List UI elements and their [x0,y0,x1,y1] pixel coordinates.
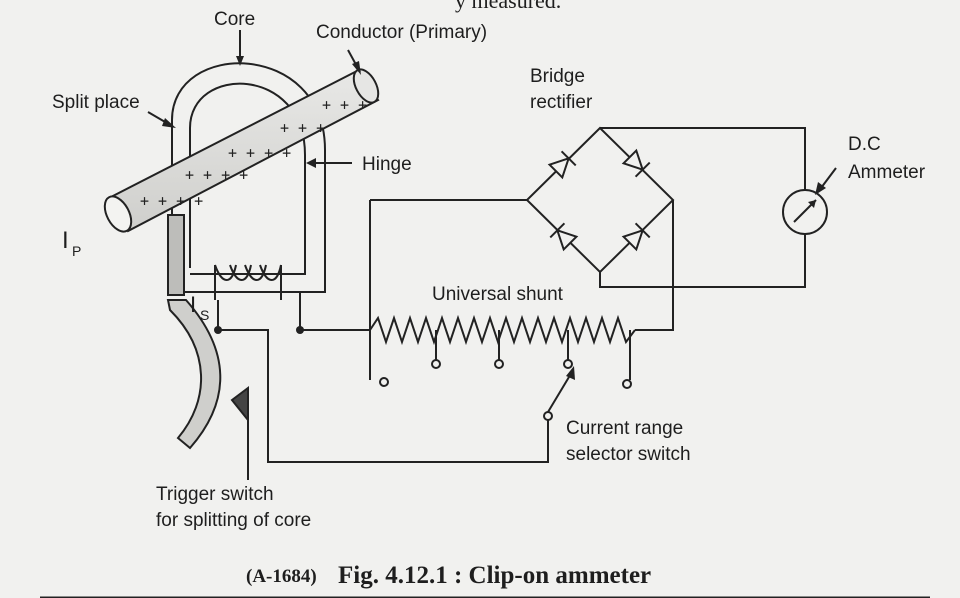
dc-label-line1: D.C [848,134,881,155]
bridge-rectifier-diodes [547,148,651,252]
core [171,62,326,293]
figure-code: (A-1684) [246,566,317,587]
hinge-label: Hinge [362,154,412,175]
is-subscript: S [200,307,209,323]
trigger-label-line1: Trigger switch [156,484,274,505]
split-place-label: Split place [52,92,140,113]
trigger-lever [166,214,249,450]
circuit-wiring [217,126,806,463]
charge-mark: + + + + [140,192,203,210]
current-range-label-line2: selector switch [566,444,691,465]
junction-dot [214,326,222,334]
figure-caption: Fig. 4.12.1 : Clip-on ammeter [338,562,651,589]
junction-dot [296,326,304,334]
pointer-lines [147,30,837,480]
universal-shunt-label: Universal shunt [432,284,564,305]
top-partial-text: y measured. [455,0,561,13]
is-label: I [190,292,196,317]
trigger-switch-contact [230,386,249,423]
conductor-primary: + + + + + + + + + + + + + + + + + + [103,68,380,233]
dc-ammeter-icon [782,189,828,235]
current-range-label-line1: Current range [566,418,683,439]
charge-mark: + + + [322,96,367,114]
charge-mark: + + + + [228,144,291,162]
secondary-winding [214,264,282,300]
bridge-label-line2: rectifier [530,92,593,113]
ip-label: I [62,227,69,254]
ip-subscript: P [72,243,81,259]
charge-mark: + + + + [185,166,248,184]
dc-label-line2: Ammeter [848,162,926,183]
core-label: Core [214,9,255,30]
universal-shunt-resistor [369,314,636,346]
shunt-taps [379,330,632,421]
bridge-label-line1: Bridge [530,66,585,87]
conductor-label: Conductor (Primary) [316,22,487,43]
trigger-label-line2: for splitting of core [156,510,311,531]
charge-mark: + + + [280,119,325,137]
